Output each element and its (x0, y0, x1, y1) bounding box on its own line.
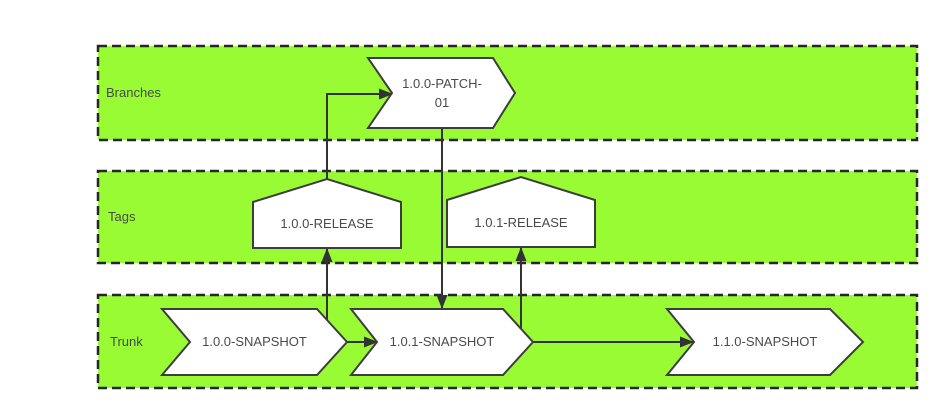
node-trunk-snapshot-1-0-0 (159, 308, 349, 376)
node-trunk-snapshot-1-1-0 (664, 308, 865, 376)
node-tag-release-1-0-0 (252, 177, 402, 249)
node-tag-release-1-0-1 (446, 175, 596, 248)
node-trunk-snapshot-1-0-1 (348, 308, 535, 376)
edge-release100-to-patch (326, 88, 393, 179)
node-branch-patch (366, 57, 517, 129)
